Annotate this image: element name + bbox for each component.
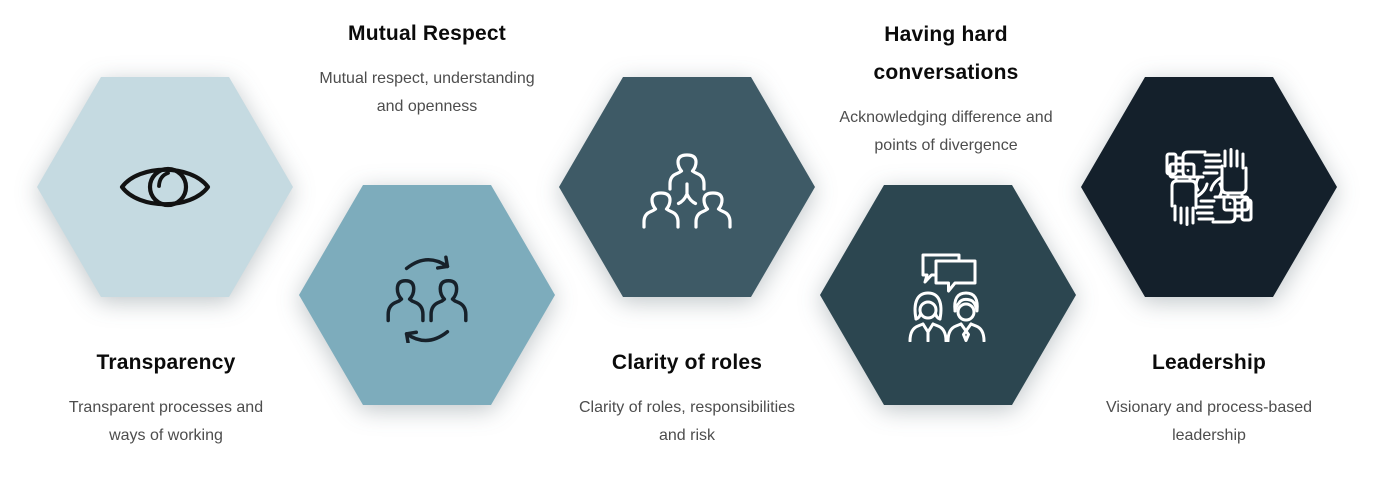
item-title: Transparency [96, 351, 236, 374]
item-description: Visionary and process-based leadership [1049, 394, 1369, 450]
description-line: Acknowledging difference and [839, 109, 1053, 126]
text-block-having-hard-conversations: Having hard conversations Acknowledging … [786, 16, 1106, 160]
text-block-clarity-of-roles: Clarity of roles Clarity of roles, respo… [527, 344, 847, 450]
hexagon-shape [820, 185, 1076, 405]
hexagon-clarity-of-roles [559, 77, 815, 297]
item-description: Clarity of roles, responsibilities and r… [527, 394, 847, 450]
text-block-transparency: Transparency Transparent processes and w… [6, 344, 326, 450]
description-line: Visionary and process-based [1105, 399, 1313, 416]
conversation-icon [908, 253, 986, 342]
description-line: leadership [1172, 427, 1246, 444]
hand-bottom-right [1196, 182, 1253, 224]
item-title: Clarity of roles [611, 351, 763, 374]
item-description: Acknowledging difference and points of d… [786, 104, 1106, 160]
item-description: Mutual respect, understanding and openne… [267, 65, 587, 121]
united-hands-icon [1165, 148, 1253, 226]
hexagon-shape [37, 77, 293, 297]
hexagon-leadership [1081, 77, 1337, 297]
item-description: Transparent processes and ways of workin… [6, 394, 326, 450]
team-hierarchy-icon [642, 153, 732, 229]
description-line: points of divergence [874, 137, 1018, 154]
description-line: Mutual respect, understanding [319, 70, 535, 87]
hexagon-having-hard-conversations [820, 185, 1076, 405]
hexagon-shape [299, 185, 555, 405]
eye-icon [119, 166, 211, 208]
hexagon-mutual-respect [299, 185, 555, 405]
people-exchange-icon [386, 255, 468, 343]
item-title: Leadership [1151, 351, 1267, 374]
text-block-leadership: Leadership Visionary and process-based l… [1049, 344, 1369, 450]
description-line: Transparent processes and [68, 399, 264, 416]
text-block-mutual-respect: Mutual Respect Mutual respect, understan… [267, 15, 587, 121]
hand-top-left [1165, 150, 1222, 192]
description-line: and risk [658, 427, 716, 444]
hexagon-shape [559, 77, 815, 297]
hexagon-transparency [37, 77, 293, 297]
description-line: and openness [376, 98, 478, 115]
item-title-line2: conversations [873, 61, 1019, 84]
description-line: ways of working [109, 427, 223, 444]
item-title: Having hard [884, 23, 1008, 46]
description-line: Clarity of roles, responsibilities [578, 399, 796, 416]
hexagon-shape [1081, 77, 1337, 297]
item-title: Mutual Respect [348, 22, 506, 45]
